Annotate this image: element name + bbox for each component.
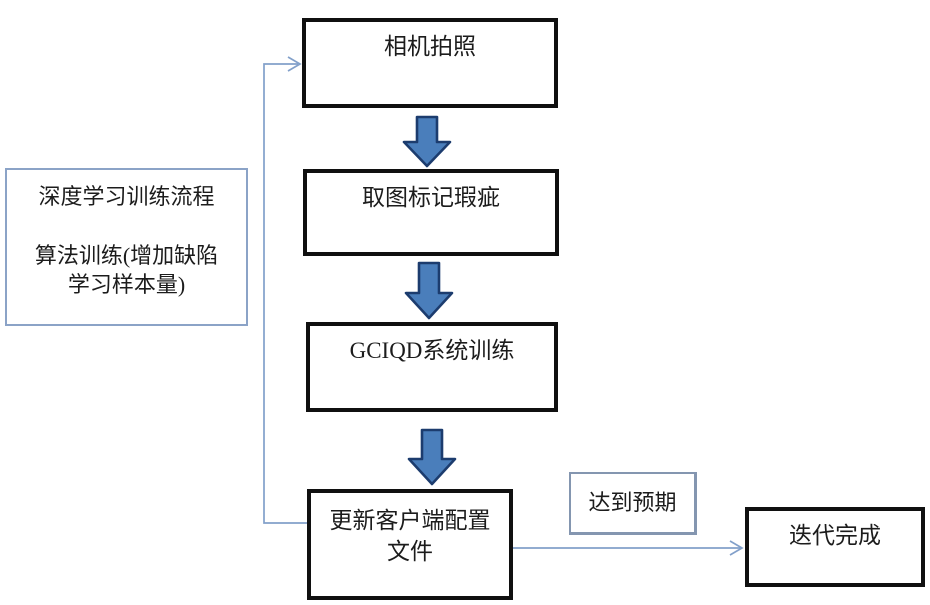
block-arrow-down-2-icon	[404, 261, 454, 320]
node-mark-defects-label: 取图标记瑕疵	[362, 185, 500, 210]
node-gciqd-training: GCIQD系统训练	[306, 322, 558, 412]
feedback-loop-arrowhead-icon	[287, 56, 302, 72]
side-note-line3: 学习样本量)	[67, 272, 186, 298]
node-update-client-config-line2: 文件	[387, 539, 433, 565]
block-arrow-down-1-icon	[402, 115, 452, 168]
edge-label-expectation-met-text: 达到预期	[588, 490, 677, 515]
node-camera-capture-label: 相机拍照	[384, 34, 476, 59]
side-note-line2: 算法训练(增加缺陷	[34, 243, 219, 269]
node-iteration-complete-label: 迭代完成	[789, 523, 881, 548]
node-mark-defects: 取图标记瑕疵	[303, 169, 559, 256]
side-note-line1: 深度学习训练流程	[38, 184, 215, 209]
node-update-client-config-line1: 更新客户端配置	[329, 508, 491, 533]
side-note-box: 深度学习训练流程 算法训练(增加缺陷 学习样本量)	[5, 168, 248, 326]
edge-label-expectation-met: 达到预期	[569, 472, 697, 535]
node-gciqd-training-label: GCIQD系统训练	[349, 338, 515, 363]
feedback-loop-connector	[263, 63, 307, 524]
node-iteration-complete: 迭代完成	[745, 507, 925, 587]
node-update-client-config: 更新客户端配置 文件	[307, 489, 513, 600]
done-connector-arrowhead-icon	[729, 540, 744, 556]
block-arrow-down-3-icon	[407, 428, 457, 486]
node-camera-capture: 相机拍照	[302, 18, 558, 108]
